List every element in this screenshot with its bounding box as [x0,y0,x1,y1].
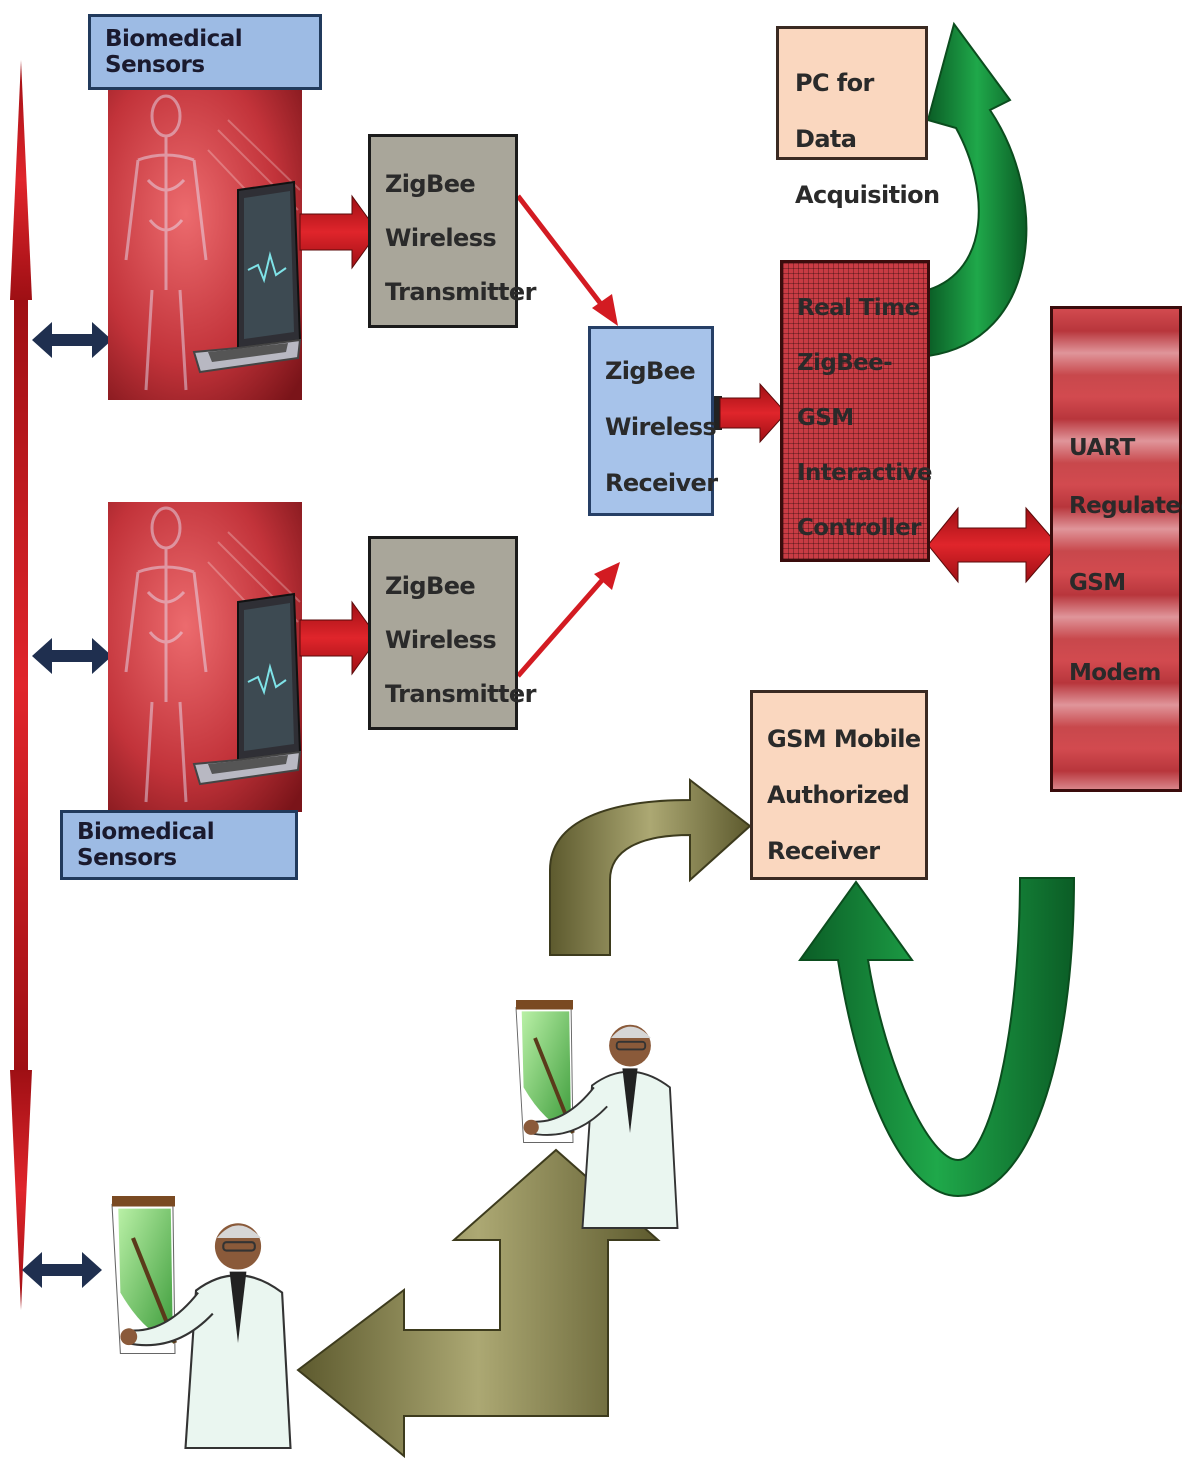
arrow-transmitter-1-to-receiver [516,194,618,326]
zigbee-transmitter-2: ZigBee Wireless Transmitter [368,536,536,730]
body-scan-icon [106,88,304,402]
transmitter-1-line: Wireless [385,224,497,252]
controller-line: Real Time [797,295,920,321]
arrow-doctor-relay [296,1148,661,1459]
gsm-mobile-receiver: GSM Mobile Authorized Receiver [750,690,928,880]
modem-line: Modem [1069,660,1161,686]
pc-line: PC for Data [795,69,874,153]
controller-line: Interactive [797,460,933,486]
receiver-line: Receiver [605,469,718,497]
sensors-label-top: Biomedical Sensors [88,14,322,90]
modem-line: UART [1069,435,1135,461]
receiver-line: Wireless [605,413,717,441]
controller-line: GSM [797,405,854,431]
zigbee-receiver: ZigBee Wireless Receiver [588,326,718,516]
doctor-icon [112,1196,291,1448]
arrow-sensor-to-transmitter-2 [299,600,379,676]
vertical-bus-arrow [10,60,32,1310]
controller-line: ZigBee- [797,350,893,376]
controller-line: Controller [797,515,922,541]
arrow-doctor-to-mobile [549,777,752,956]
arrow-controller-modem [927,506,1059,584]
sensor-panel-bottom [106,500,304,814]
receiver-line: ZigBee [605,357,696,385]
link-arrow-middle [32,638,112,674]
modem-line: Regulated [1069,493,1182,519]
transmitter-1-line: ZigBee [385,170,476,198]
pc-data-acquisition: PC for Data Acquisition [776,26,940,209]
arrow-transmitter-2-to-receiver [516,562,620,678]
pc-line: Acquisition [795,181,940,209]
mobile-line: GSM Mobile [767,725,921,753]
arrow-controller-to-pc [926,21,1028,358]
modem-line: GSM [1069,570,1126,596]
sensors-label-bottom: Biomedical Sensors [60,810,298,880]
sensors-label-top-text: Biomedical Sensors [105,26,243,78]
arrow-uturn-to-mobile [798,877,1076,1198]
arrow-receiver-to-controller [708,382,787,444]
arrow-sensor-to-transmitter-1 [299,194,379,270]
mobile-line: Receiver [767,837,880,865]
mobile-line: Authorized [767,781,910,809]
link-arrow-top [32,322,112,358]
sensor-panel-top [106,88,304,402]
gsm-modem: UART Regulated GSM Modem [1050,306,1182,792]
zigbee-gsm-controller: Real Time ZigBee- GSM Interactive Contro… [780,260,933,562]
transmitter-2-line: ZigBee [385,572,476,600]
transmitter-1-line: Transmitter [385,278,536,306]
zigbee-transmitter-1: ZigBee Wireless Transmitter [368,134,536,328]
transmitter-2-line: Transmitter [385,680,536,708]
sensors-label-bottom-text: Biomedical Sensors [77,819,215,871]
link-arrow-bottom [22,1252,102,1288]
body-scan-icon [106,500,304,814]
transmitter-2-line: Wireless [385,626,497,654]
